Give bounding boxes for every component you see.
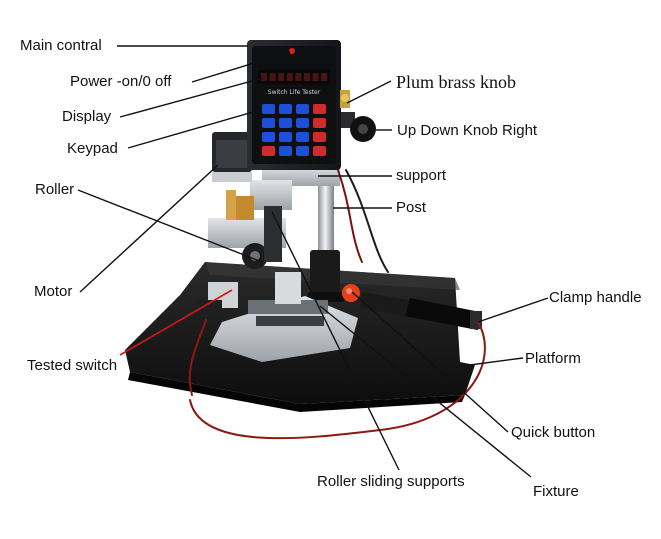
label-clamp-handle: Clamp handle bbox=[549, 289, 642, 306]
label-post: Post bbox=[396, 199, 427, 216]
display-digit bbox=[295, 73, 302, 81]
display-digit bbox=[304, 73, 310, 81]
label-tested-switch: Tested switch bbox=[27, 357, 118, 374]
leader-fixture bbox=[319, 305, 532, 478]
leader-lines bbox=[77, 45, 549, 478]
leader-power bbox=[191, 51, 291, 83]
label-main-control: Main contral bbox=[20, 37, 102, 54]
quick-button bbox=[342, 284, 360, 302]
keypad-key bbox=[296, 132, 309, 142]
label-display: Display bbox=[62, 108, 112, 125]
display-digit bbox=[278, 73, 285, 81]
label-quick-button: Quick button bbox=[511, 424, 596, 441]
label-up-down-knob: Up Down Knob Right bbox=[397, 122, 538, 139]
keypad-key bbox=[262, 104, 275, 114]
display-digit bbox=[321, 73, 328, 81]
clamp-handle bbox=[360, 292, 482, 330]
keypad-key bbox=[279, 104, 292, 114]
keypad-key bbox=[313, 118, 326, 128]
label-keypad: Keypad bbox=[67, 140, 118, 157]
keypad-grid bbox=[262, 104, 326, 156]
keypad-key bbox=[313, 104, 326, 114]
display-digit bbox=[286, 73, 293, 81]
label-fixture: Fixture bbox=[533, 483, 579, 500]
label-motor: Motor bbox=[34, 283, 73, 300]
keypad-key bbox=[296, 104, 309, 114]
keypad-key bbox=[296, 118, 309, 128]
keypad-key bbox=[262, 146, 275, 156]
leader-motor bbox=[79, 164, 219, 293]
leader-plum-knob bbox=[346, 80, 392, 104]
label-power: Power -on/0 off bbox=[70, 73, 172, 90]
label-roller: Roller bbox=[35, 181, 75, 198]
label-support: support bbox=[396, 167, 447, 184]
leader-keypad bbox=[127, 109, 261, 149]
keypad-key bbox=[262, 118, 275, 128]
stepper-motor bbox=[212, 132, 252, 182]
leader-roller-sliding bbox=[271, 211, 400, 471]
keypad-key bbox=[313, 132, 326, 142]
support-bracket bbox=[250, 166, 340, 210]
leader-clamp bbox=[477, 297, 549, 323]
roller-assembly bbox=[208, 190, 286, 269]
keypad-key bbox=[279, 118, 292, 128]
panel-title: Switch Life Tester bbox=[268, 89, 321, 96]
leader-quick-button bbox=[351, 291, 509, 433]
keypad-key bbox=[296, 146, 309, 156]
keypad-key bbox=[279, 132, 292, 142]
label-roller-sliding-supports: Roller sliding supports bbox=[317, 473, 465, 490]
post bbox=[308, 178, 344, 302]
display-digits bbox=[261, 73, 328, 81]
leader-tested-switch bbox=[119, 289, 233, 356]
label-platform: Platform bbox=[525, 350, 581, 367]
display-digit bbox=[269, 73, 276, 81]
keypad-key bbox=[313, 146, 326, 156]
leader-roller bbox=[77, 189, 263, 263]
leader-platform bbox=[461, 357, 524, 367]
control-box: Switch Life Tester bbox=[247, 40, 341, 170]
display-digit bbox=[312, 73, 319, 81]
up-down-knob bbox=[341, 112, 376, 142]
display-digit bbox=[261, 73, 267, 81]
keypad-key bbox=[279, 146, 292, 156]
keypad-key bbox=[262, 132, 275, 142]
label-plum-brass-knob: Plum brass knob bbox=[396, 72, 517, 92]
leader-display bbox=[119, 77, 264, 118]
plum-brass-knob bbox=[340, 90, 350, 108]
